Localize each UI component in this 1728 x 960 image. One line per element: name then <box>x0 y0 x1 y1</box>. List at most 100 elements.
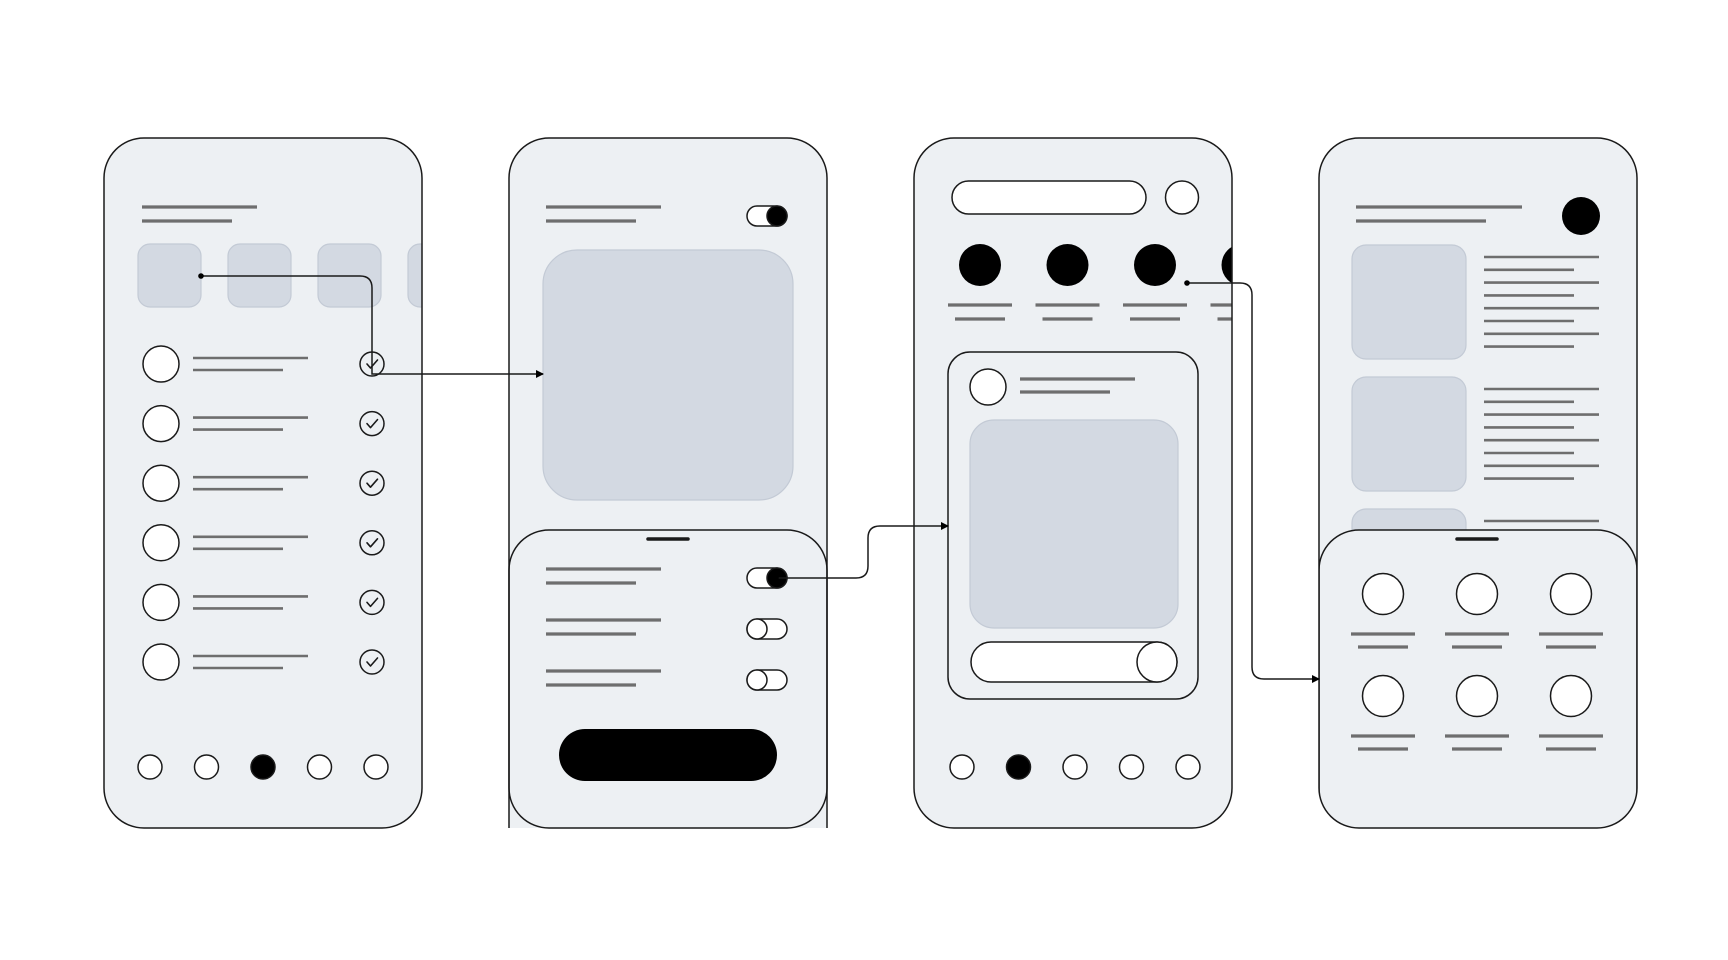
check-icon <box>366 478 379 488</box>
connector-line <box>1187 282 1320 683</box>
sheet-toggle-2[interactable] <box>746 618 788 640</box>
grid-item-icon[interactable] <box>1455 572 1499 616</box>
toggle-knob[interactable] <box>766 205 788 227</box>
pagination-dot[interactable] <box>250 754 276 780</box>
story-item <box>1210 244 1264 321</box>
check-circle-icon <box>359 649 385 675</box>
thumbnail-card[interactable] <box>407 243 471 308</box>
article-screen-content <box>1319 197 1637 828</box>
story-avatar[interactable] <box>1221 244 1264 286</box>
thumbnail-card[interactable] <box>137 243 202 308</box>
toggle-knob[interactable] <box>746 618 768 640</box>
check-circle-icon <box>359 589 385 616</box>
grid-item <box>1445 572 1509 649</box>
avatar <box>142 524 180 562</box>
avatar <box>142 464 180 502</box>
check-icon <box>366 359 379 369</box>
check-circle-outline <box>359 649 385 675</box>
bottom-sheet <box>1319 529 1637 828</box>
pagination-dot[interactable] <box>949 754 975 780</box>
grid-item <box>1445 674 1509 751</box>
check-circle-outline <box>359 589 385 616</box>
grid-item-icon[interactable] <box>1361 572 1405 616</box>
list-item <box>142 464 385 502</box>
post-image-placeholder <box>969 419 1179 629</box>
profile-avatar-button[interactable] <box>1164 180 1200 215</box>
article-item <box>1351 376 1599 492</box>
primary-button[interactable] <box>559 729 777 781</box>
article-thumbnail[interactable] <box>1351 244 1467 360</box>
grid-item-icon[interactable] <box>1549 674 1593 718</box>
grid-item-icon[interactable] <box>1361 674 1405 718</box>
hero-image-placeholder <box>542 249 794 501</box>
phone-frame-outline <box>103 137 423 829</box>
bottom-sheet <box>508 529 828 828</box>
pagination-dot[interactable] <box>1118 754 1145 780</box>
grid-item <box>1539 572 1603 649</box>
connector-story-to-sheet <box>1184 280 1320 683</box>
connector-start-dot <box>773 575 779 581</box>
pagination-dot[interactable] <box>363 754 389 780</box>
grid-item <box>1351 674 1415 751</box>
story-item <box>1123 244 1187 321</box>
list-item <box>142 643 385 681</box>
phone-frame-fill <box>104 138 422 828</box>
avatar <box>142 643 180 681</box>
pagination-dot[interactable] <box>1175 754 1201 780</box>
avatar <box>142 404 180 443</box>
pagination-dot[interactable] <box>306 754 333 780</box>
connectors-layer <box>198 273 1320 683</box>
connector-start-dot <box>198 273 204 279</box>
story-avatar[interactable] <box>959 244 1001 286</box>
feed-screen <box>913 137 1264 829</box>
sheet-toggle-3[interactable] <box>746 669 788 691</box>
pagination-dot[interactable] <box>1062 754 1088 780</box>
list-item <box>142 583 385 622</box>
detail-screen <box>508 137 828 829</box>
story-item <box>1035 244 1100 321</box>
check-icon <box>366 597 379 608</box>
story-avatar[interactable] <box>1046 244 1089 286</box>
search-bar[interactable] <box>951 180 1147 215</box>
connector-toggle-to-feed <box>773 522 949 581</box>
avatar <box>142 583 180 622</box>
list-item <box>142 524 385 562</box>
check-circle-icon <box>359 470 385 496</box>
pagination-dot[interactable] <box>137 754 163 780</box>
phone-frame-outline <box>913 137 1233 829</box>
list-item <box>142 345 385 383</box>
list-item <box>142 404 385 443</box>
article-thumbnail[interactable] <box>1351 376 1467 492</box>
grid-item-icon[interactable] <box>1455 674 1499 718</box>
header-toggle[interactable] <box>746 205 788 227</box>
article-item <box>1351 244 1599 360</box>
check-icon <box>366 657 379 667</box>
phone-frame-outline <box>508 137 828 829</box>
connector-line <box>776 522 949 579</box>
connector-start-dot <box>1184 280 1190 286</box>
check-icon <box>366 418 379 429</box>
pagination-dots <box>949 754 1201 780</box>
story-avatar[interactable] <box>1134 244 1176 286</box>
story-item <box>948 244 1012 321</box>
check-circle-outline <box>359 410 385 437</box>
detail-screen-content <box>508 205 828 828</box>
pagination-dot[interactable] <box>1005 754 1032 780</box>
grid-item <box>1351 572 1415 649</box>
check-icon <box>366 538 379 548</box>
pagination-dot[interactable] <box>193 754 220 780</box>
list-screen-content <box>137 205 471 780</box>
check-circle-outline <box>359 530 385 556</box>
connector-thumbnail-to-detail <box>198 273 544 378</box>
grid-item-icon[interactable] <box>1549 572 1593 616</box>
toggle-knob[interactable] <box>746 669 768 691</box>
pagination-dots <box>137 754 389 780</box>
slider-knob[interactable] <box>1136 641 1178 683</box>
profile-avatar[interactable] <box>1562 197 1600 235</box>
list-screen <box>103 137 471 829</box>
post-author-avatar <box>969 368 1007 406</box>
article-screen <box>1318 137 1638 829</box>
avatar <box>142 345 180 383</box>
